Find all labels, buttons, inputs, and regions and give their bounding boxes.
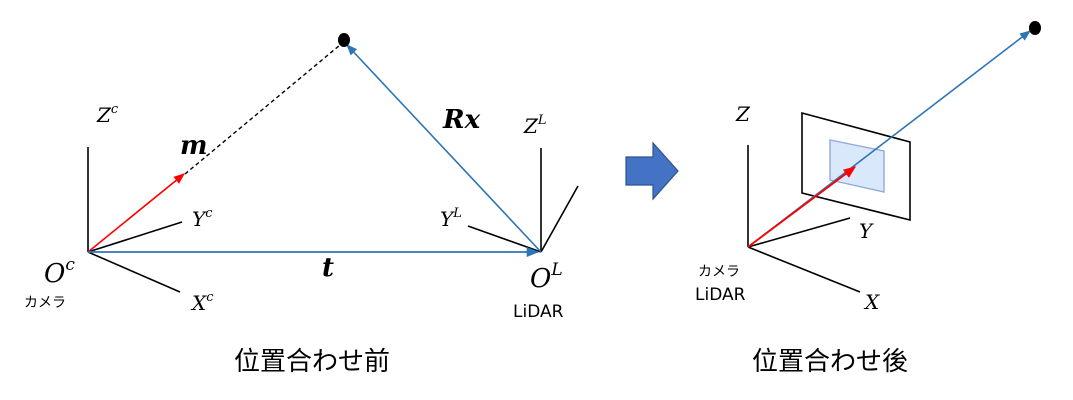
vector-Rx (346, 44, 542, 253)
label-Oc: Oc (44, 255, 75, 289)
lidar-label: LiDAR (513, 302, 564, 322)
label-Yc: Yc (192, 206, 213, 231)
before-panel: Zc Yc Xc Oc カメラ ZL YL OL LiDAR m t Rx 位置… (24, 33, 579, 377)
camera-y-axis (87, 221, 183, 253)
label-OL: OL (530, 260, 563, 294)
right-arrow-icon (625, 141, 679, 201)
caption-before: 位置合わせ前 (234, 347, 390, 377)
camera-label-after: カメラ (698, 264, 740, 280)
after-y-axis (747, 217, 851, 248)
label-X: X (863, 290, 880, 314)
label-t: t (322, 253, 334, 283)
label-Z: Z (735, 102, 751, 126)
m-dashed-extension (184, 44, 341, 175)
label-ZL: ZL (523, 113, 547, 138)
label-Xc: Xc (190, 290, 214, 315)
point-marker (338, 33, 350, 47)
lidar-y-axis (467, 225, 542, 253)
camera-label: カメラ (24, 295, 66, 311)
label-Zc: Zc (96, 102, 119, 127)
camera-x-axis (87, 251, 181, 293)
camera-ray (747, 166, 857, 248)
label-YL: YL (440, 206, 462, 231)
label-Y: Y (859, 219, 874, 243)
lidar-label-after: LiDAR (695, 285, 746, 305)
after-panel: Z Y X カメラ LiDAR 位置合わせ後 (695, 21, 1041, 377)
caption-after: 位置合わせ後 (752, 347, 908, 377)
label-m: m (180, 131, 208, 161)
label-Rx: Rx (442, 105, 481, 135)
lidar-x-axis (540, 185, 579, 253)
vector-m (87, 173, 185, 253)
point-marker-after (1029, 21, 1041, 35)
after-x-axis (747, 246, 861, 293)
